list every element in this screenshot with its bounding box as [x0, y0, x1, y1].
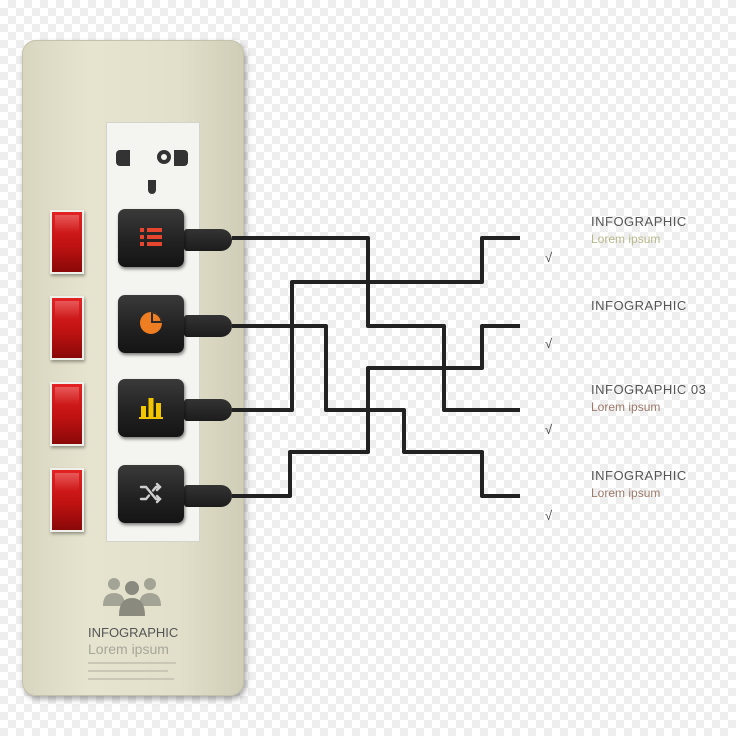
power-switch-1[interactable]	[50, 210, 84, 274]
plug-2[interactable]	[118, 295, 184, 353]
placeholder-text-line	[88, 678, 174, 680]
strip-title: INFOGRAPHIC	[88, 625, 179, 640]
placeholder-text-line	[88, 670, 168, 672]
label-4-check-mark: √	[545, 508, 553, 523]
pie-chart-icon	[138, 310, 164, 336]
plug-4[interactable]	[118, 465, 184, 523]
power-switch-4[interactable]	[50, 468, 84, 532]
label-4-title: INFOGRAPHIC	[591, 468, 687, 483]
people-group-icon	[103, 578, 161, 616]
list-icon	[138, 224, 164, 250]
label-4-subtitle: Lorem ipsum	[591, 486, 661, 500]
label-1-check-mark: √	[545, 250, 553, 265]
label-2-title: INFOGRAPHIC	[591, 298, 687, 313]
plug-cord-2	[184, 315, 232, 337]
shuffle-icon	[138, 480, 164, 506]
placeholder-text-line	[88, 662, 176, 664]
universal-socket-icon	[116, 150, 188, 194]
plug-cord-3	[184, 399, 232, 421]
label-3-check-mark: √	[545, 422, 553, 437]
label-2-check-mark: √	[545, 336, 553, 351]
wire-1	[232, 236, 520, 412]
power-switch-2[interactable]	[50, 296, 84, 360]
plug-3[interactable]	[118, 379, 184, 437]
power-switch-3[interactable]	[50, 382, 84, 446]
label-3-subtitle: Lorem ipsum	[591, 400, 661, 414]
bar-chart-icon	[138, 394, 164, 420]
strip-subtitle: Lorem ipsum	[88, 641, 169, 657]
label-3-title: INFOGRAPHIC 03	[591, 382, 707, 397]
wire-4	[232, 324, 520, 498]
wire-3	[232, 236, 520, 412]
plug-cord-4	[184, 485, 232, 507]
plug-1[interactable]	[118, 209, 184, 267]
label-1-subtitle: Lorem ipsum	[591, 232, 661, 246]
wire-2	[232, 324, 520, 498]
plug-cord-1	[184, 229, 232, 251]
label-1-title: INFOGRAPHIC	[591, 214, 687, 229]
